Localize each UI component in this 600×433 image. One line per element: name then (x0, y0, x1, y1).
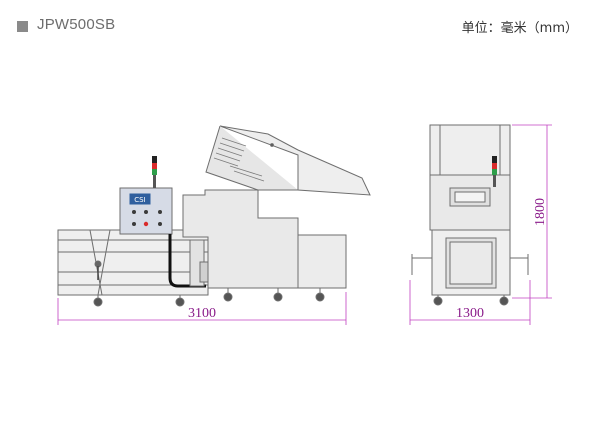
conveyor-bed (57, 229, 209, 296)
height-label: 1800 (533, 198, 548, 226)
side-view: CSI (57, 125, 371, 307)
signal-tower (152, 156, 157, 188)
width-dimension (409, 280, 531, 325)
front-wheels (433, 295, 509, 306)
hopper-vents (213, 137, 265, 182)
model-name: JPW500SB (37, 16, 116, 33)
crusher-body (182, 189, 299, 289)
length-dimension (57, 292, 347, 325)
feed-hopper (219, 125, 371, 196)
front-signal-tower (492, 156, 497, 187)
side-wheels (93, 288, 325, 307)
rear-extension (297, 234, 347, 289)
control-display-text: CSI (134, 196, 145, 204)
height-dimension (512, 124, 552, 299)
control-display (129, 193, 151, 205)
length-label: 3100 (188, 306, 216, 321)
header: JPW500SB 单位：毫米（mm） (0, 0, 600, 44)
width-label: 1300 (456, 306, 484, 321)
title-marker (17, 21, 28, 32)
front-hopper (429, 124, 511, 176)
unit-label: 单位：毫米（mm） (461, 21, 578, 36)
power-cable (168, 234, 206, 288)
front-view (411, 124, 529, 306)
control-buttons (132, 210, 162, 227)
